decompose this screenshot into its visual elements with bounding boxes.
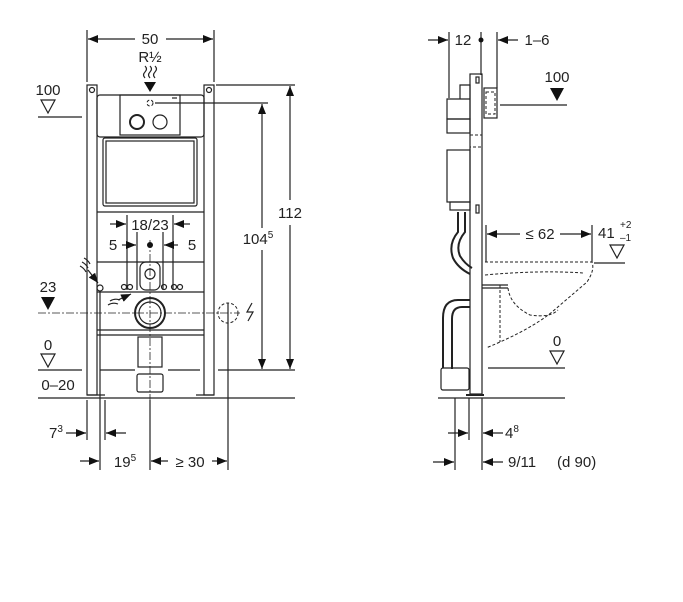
svg-text:100: 100	[544, 69, 569, 86]
svg-text:195: 195	[114, 453, 137, 471]
dimension-width-50: 50	[86, 30, 215, 82]
svg-text:73: 73	[49, 424, 63, 442]
front-view: 50 R½	[35, 30, 302, 471]
side-view: 12 1–6 100	[428, 32, 632, 471]
level-0: 0 0–20	[38, 337, 295, 399]
flush-plate	[483, 87, 498, 119]
svg-text:5: 5	[188, 237, 196, 254]
flush-button-small	[152, 114, 168, 130]
svg-text:9/11: 9/11	[508, 454, 536, 471]
svg-text:–1: –1	[620, 233, 632, 244]
svg-text:23: 23	[40, 279, 57, 296]
svg-text:12: 12	[455, 32, 472, 49]
svg-text:≥ 30: ≥ 30	[175, 454, 204, 471]
dimension-max-62: ≤ 62	[485, 225, 593, 262]
dimension-195-30: 195 ≥ 30	[80, 292, 227, 471]
dimension-height-112: 112	[216, 84, 302, 369]
dimension-9-11: 9/11 (d 90)	[433, 454, 596, 471]
svg-text:48: 48	[505, 424, 519, 442]
svg-text:112: 112	[278, 205, 302, 222]
water-supply-icon	[79, 257, 132, 306]
svg-text:0: 0	[553, 333, 561, 350]
svg-text:5: 5	[109, 237, 117, 254]
dimension-48: 48	[448, 398, 519, 470]
svg-text:18/23: 18/23	[131, 217, 169, 234]
lightning-icon	[245, 302, 255, 322]
level-0-side: 0	[438, 333, 566, 399]
level-23: 23	[38, 279, 240, 314]
svg-text:1045: 1045	[243, 230, 274, 248]
svg-text:1–6: 1–6	[524, 32, 549, 49]
dimension-height-1045: 1045	[243, 104, 274, 369]
level-100-side: 100	[500, 69, 570, 106]
floor-range: 0–20	[41, 377, 74, 394]
svg-text:100: 100	[35, 82, 60, 99]
toilet-bowl-outline	[484, 261, 594, 349]
dimension-12-1-6: 12 1–6	[428, 32, 550, 98]
svg-text:0: 0	[44, 337, 52, 354]
water-inlet-icon	[142, 65, 158, 92]
svg-text:+2: +2	[620, 220, 632, 231]
svg-text:41: 41	[598, 225, 615, 242]
dimension-18-23: 18/23	[110, 215, 190, 290]
actuator-plate	[119, 94, 181, 136]
svg-text:50: 50	[142, 31, 159, 48]
side-frame	[440, 73, 508, 396]
svg-text:(d 90): (d 90)	[557, 454, 596, 471]
electric-connection	[217, 302, 255, 470]
flush-button-large	[129, 114, 145, 130]
level-100: 100	[35, 82, 82, 118]
svg-text:≤ 62: ≤ 62	[525, 226, 554, 243]
dimension-5-offsets: 5 5	[109, 232, 196, 290]
water-connection-label: R½	[138, 49, 162, 66]
frame	[86, 84, 268, 396]
seat-height-level: 41 +2 –1	[594, 220, 632, 264]
dimension-73: 73	[49, 400, 126, 442]
